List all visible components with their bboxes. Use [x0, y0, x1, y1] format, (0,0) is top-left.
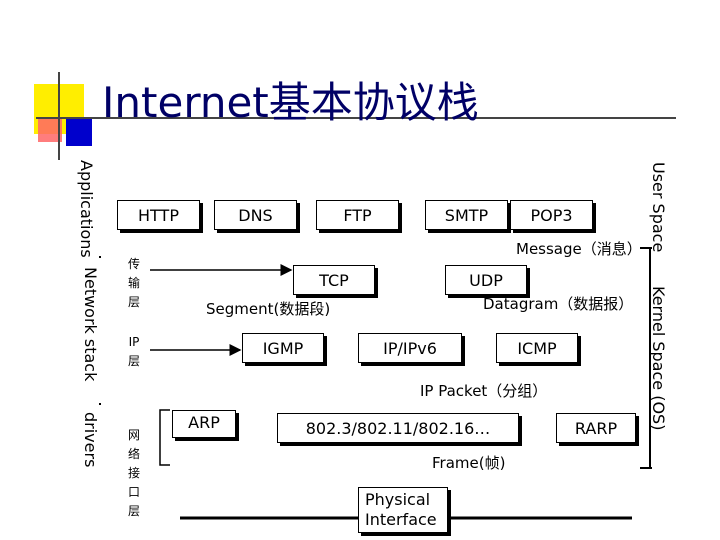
deco-vertical-line — [58, 72, 60, 160]
protocol-tcp: TCP — [293, 265, 375, 295]
protocol-igmp: IGMP — [242, 333, 324, 363]
protocol-ipv6: IP/IPv6 — [358, 333, 462, 363]
protocol-rarp: RARP — [556, 413, 636, 443]
netif-bracket — [159, 409, 170, 466]
unit-frame: Frame(帧) — [432, 454, 506, 472]
label-applications: Applications — [77, 160, 96, 258]
deco-horizontal-line — [36, 117, 676, 119]
protocol-http: HTTP — [117, 200, 200, 230]
unit-datagram: Datagram（数据报） — [483, 295, 634, 313]
protocol-pop3: POP3 — [510, 200, 593, 230]
layer-transport-label: 传输层 — [127, 257, 140, 309]
deco-blue-square — [66, 118, 92, 146]
protocol-arp: ARP — [172, 410, 236, 438]
unit-ip-packet: IP Packet（分组） — [420, 382, 548, 400]
layer-netif-label: 网络接口层 — [127, 428, 140, 518]
page-title: Internet基本协议栈 — [102, 78, 479, 127]
protocol-icmp: ICMP — [496, 333, 578, 363]
label-kernel-space: Kernel Space (OS) — [649, 286, 668, 431]
protocol-smtp: SMTP — [425, 200, 508, 230]
label-drivers: drivers — [81, 412, 100, 468]
protocol-ftp: FTP — [316, 200, 399, 230]
unit-segment: Segment(数据段) — [206, 300, 331, 318]
label-network-stack: Network stack — [81, 267, 100, 382]
label-user-space: User Space — [649, 162, 668, 253]
protocol-l2: 802.3/802.11/802.16… — [277, 413, 519, 443]
protocol-physical: Physical Interface — [358, 487, 448, 533]
protocol-dns: DNS — [214, 200, 297, 230]
layer-ip-label: IP层 — [127, 335, 140, 368]
protocol-udp: UDP — [445, 265, 527, 295]
unit-message: Message（消息） — [516, 240, 642, 258]
